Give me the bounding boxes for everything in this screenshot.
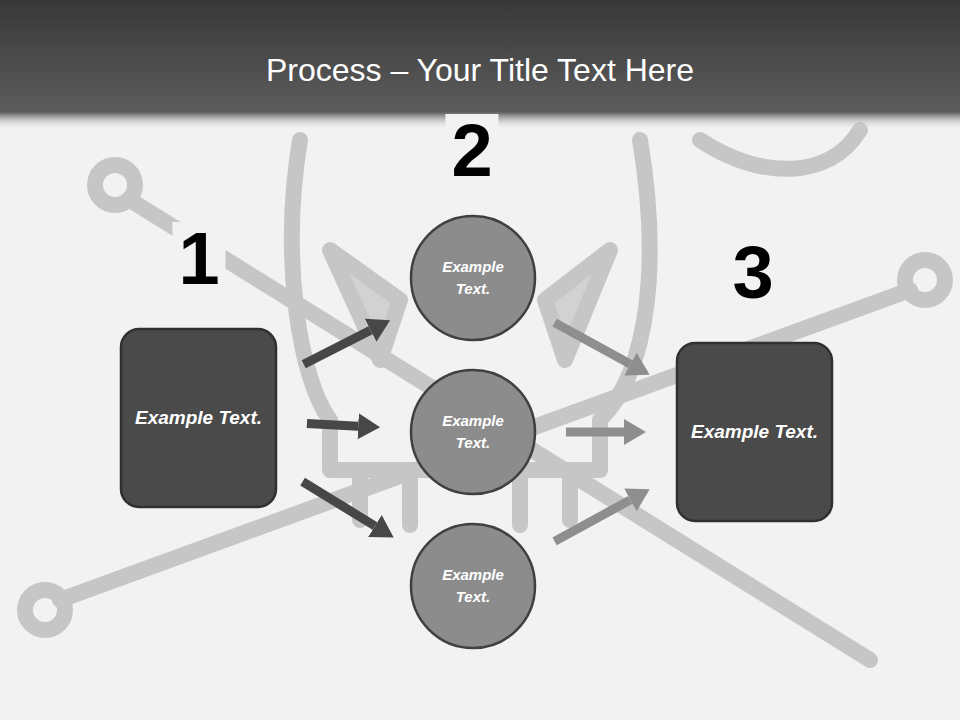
flow-arrow	[307, 424, 358, 427]
process-box: Example Text.	[120, 328, 277, 508]
step-number: 2	[445, 114, 498, 188]
flow-arrow	[304, 330, 371, 364]
process-circle: Example Text.	[410, 369, 536, 495]
flow-arrow	[555, 500, 631, 541]
flow-arrow	[555, 323, 631, 364]
circle-outline	[410, 369, 536, 495]
process-circle: Example Text.	[410, 215, 536, 341]
flow-arrow	[303, 482, 375, 526]
skull-watermark	[25, 130, 945, 660]
node-text: Example Text.	[424, 256, 522, 301]
node-text: Example Text.	[424, 410, 522, 455]
node-text: Example Text.	[688, 418, 821, 447]
step-number: 1	[172, 222, 225, 296]
circle-outline	[410, 523, 536, 649]
node-text: Example Text.	[424, 564, 522, 609]
header-bar	[0, 0, 960, 112]
step-number: 3	[726, 236, 779, 310]
flow-arrow	[566, 428, 624, 437]
slide-title: Process – Your Title Text Here	[0, 52, 960, 89]
circle-outline	[410, 215, 536, 341]
node-text: Example Text.	[132, 404, 265, 433]
process-box: Example Text.	[676, 342, 833, 522]
process-circle: Example Text.	[410, 523, 536, 649]
